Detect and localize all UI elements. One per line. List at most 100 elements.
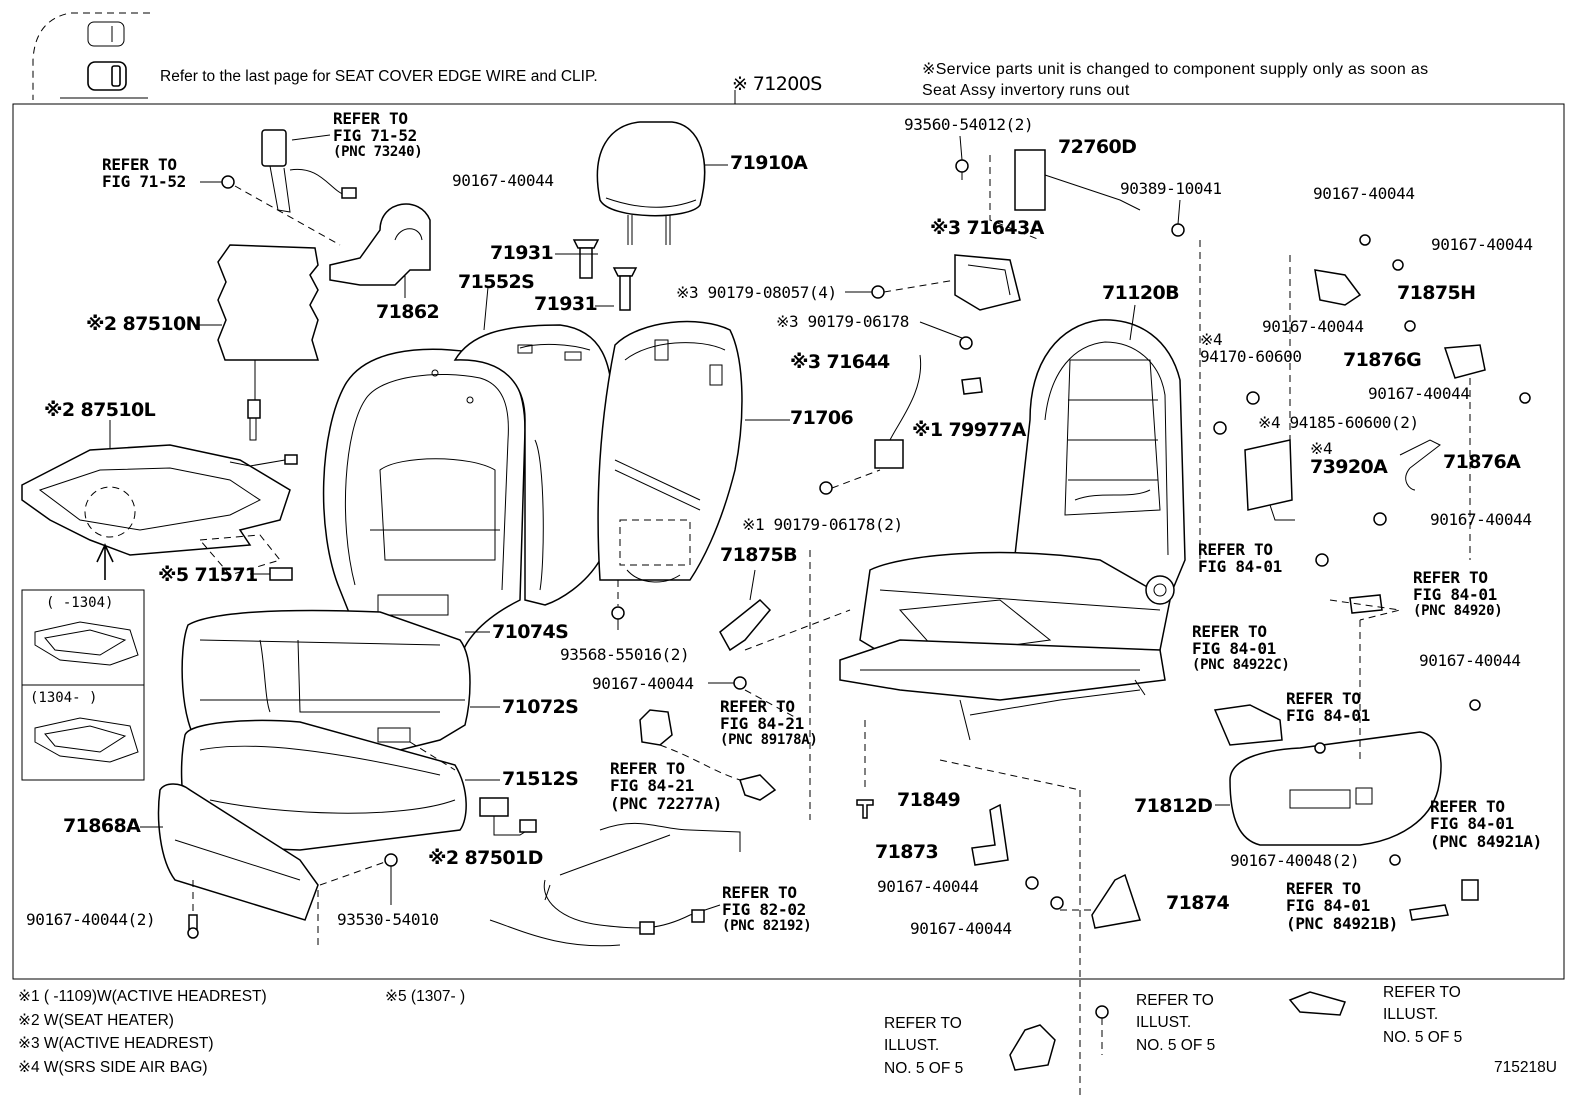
- callout-line: FIG 84-01: [1413, 585, 1497, 605]
- callout-line: FIG 71-52: [102, 172, 186, 192]
- part-90167-40044-2[interactable]: 90167-40044(2): [26, 910, 156, 929]
- part-87510L[interactable]: ※2 87510L: [44, 399, 156, 421]
- callout-pnc: (PNC 82192): [722, 917, 812, 934]
- part-71706[interactable]: 71706: [790, 407, 854, 429]
- callout-refer-fig8401-84920[interactable]: REFER TO FIG 84-01 (PNC 84920): [1413, 569, 1503, 619]
- callout-refer-fig7152[interactable]: REFER TO FIG 71-52: [102, 156, 186, 191]
- part-71868A[interactable]: 71868A: [63, 815, 141, 837]
- part-90167-40048[interactable]: 90167-40048(2): [1230, 851, 1360, 870]
- callout-refer-fig8202[interactable]: REFER TO FIG 82-02 (PNC 82192): [722, 883, 812, 934]
- seat-back-board-illustration: [597, 320, 790, 583]
- callout-line: REFER TO: [1430, 797, 1505, 816]
- ref-line: NO. 5 OF 5: [884, 1059, 964, 1077]
- callout-line: REFER TO: [1286, 879, 1361, 898]
- edge-wire-note: Refer to the last page for SEAT COVER ED…: [160, 68, 598, 85]
- callout-line: REFER TO: [722, 883, 797, 902]
- part-90167-40044-b[interactable]: 90167-40044: [592, 674, 694, 693]
- callout-refer-fig7152-buckle[interactable]: REFER TO FIG 71-52 (PNC 73240): [333, 110, 423, 160]
- part-71873[interactable]: 71873: [875, 841, 939, 863]
- part-90167-40044-d[interactable]: 90167-40044: [1313, 184, 1415, 203]
- part-71875B[interactable]: 71875B: [720, 544, 798, 566]
- side-airbag-illustration: [1213, 391, 1441, 526]
- callout-line: ※4: [1200, 330, 1223, 349]
- callout-line: FIG 84-21: [610, 776, 694, 796]
- part-71875H[interactable]: 71875H: [1397, 282, 1476, 304]
- part-71120B[interactable]: 71120B: [1102, 282, 1180, 304]
- part-71644[interactable]: ※3 71644: [790, 351, 890, 373]
- ref-line: ILLUST.: [884, 1037, 940, 1055]
- part-93568-55016[interactable]: 93568-55016(2): [560, 645, 690, 664]
- part-73920A[interactable]: 73920A: [1310, 456, 1388, 478]
- part-90167-40044-f[interactable]: 90167-40044: [1262, 317, 1364, 336]
- headrest-guide-illustration: [555, 239, 638, 311]
- part-90167-40044-c[interactable]: 90167-40044: [1430, 510, 1532, 529]
- part-90167-40044-i[interactable]: 90167-40044: [877, 877, 979, 896]
- part-71571[interactable]: ※5 71571: [158, 564, 258, 586]
- callout-line: FIG 71-52: [333, 126, 417, 146]
- part-87510N[interactable]: ※2 87510N: [86, 313, 202, 335]
- callout-refer-fig8421-89178A[interactable]: REFER TO FIG 84-21 (PNC 89178A): [720, 698, 818, 748]
- diagram-code: 715218U: [1494, 1059, 1557, 1076]
- part-71512S[interactable]: 71512S: [502, 768, 579, 790]
- part-71874[interactable]: 71874: [1166, 892, 1230, 914]
- callout-pnc: (PNC 84921A): [1430, 831, 1542, 851]
- part-71931-a[interactable]: 71931: [490, 242, 554, 264]
- callout-refer-fig8401-84921A[interactable]: REFER TO FIG 84-01 (PNC 84921A): [1430, 798, 1542, 850]
- callout-refer-fig8421-72277A[interactable]: REFER TO FIG 84-21 (PNC 72277A): [610, 760, 722, 812]
- bottom-ref-1[interactable]: REFER TO ILLUST. NO. 5 OF 5: [884, 1013, 963, 1080]
- footnote-illustrations: [1009, 980, 1346, 1095]
- seat-heater-cushion-illustration: [21, 420, 298, 581]
- part-71876A[interactable]: 71876A: [1443, 451, 1521, 473]
- part-71876G[interactable]: 71876G: [1343, 349, 1422, 371]
- cushion-pad-illustration: [180, 719, 500, 851]
- ref-line: REFER TO: [884, 1015, 962, 1032]
- footnote-3: ※3 W(ACTIVE HEADREST): [18, 1035, 214, 1052]
- part-90167-40044-g[interactable]: 90167-40044: [1368, 384, 1470, 403]
- part-71862[interactable]: 71862: [376, 301, 440, 323]
- part-94170-60600[interactable]: ※4 94170-60600: [1200, 331, 1302, 366]
- part-90167-40044-a[interactable]: 90167-40044: [452, 171, 554, 190]
- part-90179-08057[interactable]: ※3 90179-08057(4): [676, 283, 837, 302]
- callout-refer-fig8401-84921B[interactable]: REFER TO FIG 84-01 (PNC 84921B): [1286, 880, 1398, 932]
- part-90167-40044-j[interactable]: 90167-40044: [910, 919, 1012, 938]
- main-frame: [12, 103, 1565, 980]
- footnote-4: ※4 W(SRS SIDE AIR BAG): [18, 1059, 208, 1076]
- callout-pnc: (PNC 84920): [1413, 602, 1503, 619]
- switch-illustrations: [1213, 553, 1401, 760]
- part-71552S[interactable]: 71552S: [458, 271, 535, 293]
- part-71072S[interactable]: 71072S: [502, 696, 579, 718]
- seat-back-cover-illustration: [322, 348, 526, 666]
- part-93560-54012[interactable]: 93560-54012(2): [904, 115, 1034, 134]
- callout-refer-fig8401-b[interactable]: REFER TO FIG 84-01: [1286, 690, 1370, 725]
- inset-label-before: ( -1304): [46, 595, 114, 611]
- callout-refer-fig8401-a[interactable]: REFER TO FIG 84-01: [1198, 541, 1282, 576]
- part-71812D[interactable]: 71812D: [1134, 795, 1213, 817]
- part-90167-40044-e[interactable]: 90167-40044: [1431, 235, 1533, 254]
- part-71849[interactable]: 71849: [897, 789, 961, 811]
- part-90167-40044-h[interactable]: 90167-40044: [1419, 651, 1521, 670]
- part-94185-60600[interactable]: ※4 94185-60600(2): [1258, 413, 1419, 432]
- part-71074S[interactable]: 71074S: [492, 621, 569, 643]
- screw-illustration: [611, 580, 625, 630]
- ref-line: NO. 5 OF 5: [1383, 1028, 1463, 1046]
- part-72760D[interactable]: 72760D: [1058, 136, 1137, 158]
- part-90179-06178-b[interactable]: ※1 90179-06178(2): [742, 515, 903, 534]
- callout-line: REFER TO: [102, 155, 177, 174]
- recliner-cover-illustration: [329, 203, 431, 298]
- part-79977A[interactable]: ※1 79977A: [912, 419, 1026, 441]
- part-93530-54010[interactable]: 93530-54010: [337, 910, 439, 929]
- callout-line: REFER TO: [610, 759, 685, 778]
- bottom-ref-3[interactable]: REFER TO ILLUST. NO. 5 OF 5: [1383, 982, 1462, 1049]
- callout-pnc: (PNC 72277A): [610, 793, 722, 813]
- callout-pnc: (PNC 73240): [333, 143, 423, 160]
- part-71910A[interactable]: 71910A: [730, 152, 808, 174]
- part-71931-b[interactable]: 71931: [534, 293, 598, 315]
- part-90389-10041[interactable]: 90389-10041: [1120, 179, 1222, 198]
- part-87501D[interactable]: ※2 87501D: [428, 847, 543, 869]
- callout-refer-fig8401-84922C[interactable]: REFER TO FIG 84-01 (PNC 84922C): [1192, 623, 1290, 673]
- bottom-ref-2[interactable]: REFER TO ILLUST. NO. 5 OF 5: [1136, 990, 1215, 1057]
- part-71643A[interactable]: ※3 71643A: [930, 217, 1044, 239]
- part-90179-06178-a[interactable]: ※3 90179-06178: [776, 312, 910, 331]
- callout-line: FIG 84-21: [720, 714, 804, 734]
